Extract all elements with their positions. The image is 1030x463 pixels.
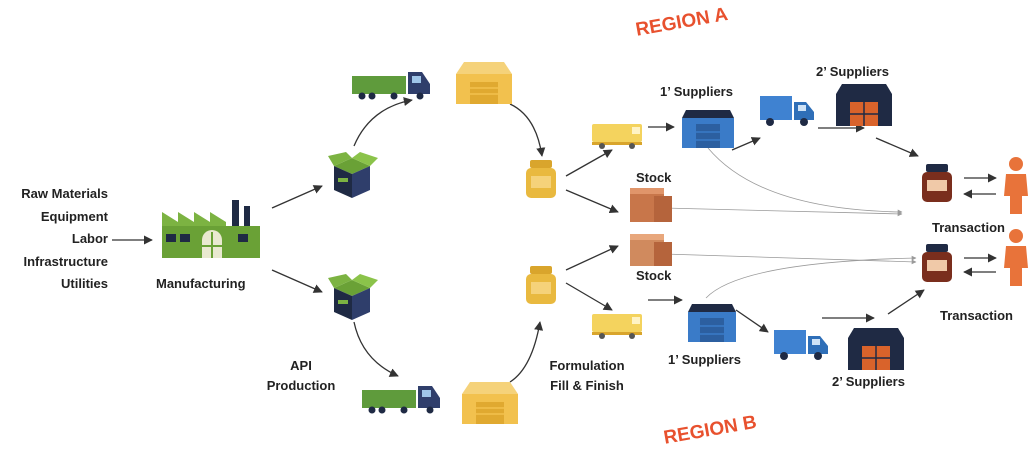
flow-arrows bbox=[112, 97, 997, 383]
line-supplier1a-to-transaction bbox=[707, 147, 903, 215]
input-raw-materials: Raw Materials bbox=[21, 186, 108, 201]
van-icon bbox=[592, 314, 642, 339]
input-infrastructure: Infrastructure bbox=[23, 253, 108, 269]
factory-icon bbox=[162, 200, 260, 258]
suppliers1-b-label: 1’ Suppliers bbox=[668, 352, 741, 367]
input-utilities: Utilities bbox=[61, 276, 108, 291]
truck-icon bbox=[352, 72, 430, 100]
transaction-b-label: Transaction bbox=[940, 308, 1013, 323]
arrow-warehouse-to-jar-bottom bbox=[509, 321, 544, 383]
line-supplier1b-to-transaction bbox=[705, 255, 917, 299]
api-label-line2: Production bbox=[266, 378, 336, 393]
arrow-box-to-truck-top bbox=[353, 97, 413, 147]
thin-flow-lines bbox=[663, 147, 917, 299]
formulation-label-line2: Fill & Finish bbox=[550, 378, 624, 393]
input-labor: Labor bbox=[71, 231, 108, 246]
line-stock-a-to-transaction bbox=[663, 207, 903, 217]
arrow-factory-to-box-top bbox=[271, 185, 323, 209]
input-list: Raw Materials Equipment Labor Infrastruc… bbox=[4, 183, 108, 296]
supplier-building-icon bbox=[836, 84, 892, 126]
jar-icon bbox=[526, 160, 556, 198]
formulation-label-line1: Formulation bbox=[549, 358, 625, 373]
box-icon bbox=[328, 274, 378, 320]
api-production-label: API Production bbox=[254, 358, 348, 394]
truck-icon bbox=[362, 386, 440, 414]
api-label-line1: API bbox=[290, 358, 312, 373]
arrow-supplier2-to-transaction-b bbox=[887, 289, 925, 315]
box-icon bbox=[328, 152, 378, 198]
input-equipment: Equipment bbox=[40, 208, 108, 224]
medicine-jar-icon bbox=[922, 164, 952, 202]
arrow-jar-to-van-b bbox=[565, 282, 613, 311]
arrow-supplier2-to-transaction-a bbox=[875, 137, 919, 157]
arrow-factory-to-box-bottom bbox=[271, 269, 323, 293]
stock-boxes-icon bbox=[630, 188, 672, 222]
person-icon bbox=[1004, 157, 1028, 214]
person-icon bbox=[1004, 229, 1028, 286]
jar-icon bbox=[526, 266, 556, 304]
stock-b-label: Stock bbox=[636, 268, 672, 283]
stock-boxes-icon bbox=[630, 234, 672, 266]
arrow-warehouse-to-jar-top bbox=[509, 103, 546, 157]
arrow-supplier1-to-truck-b bbox=[735, 309, 769, 333]
supplier-building-icon bbox=[682, 110, 734, 148]
warehouse-icon bbox=[456, 62, 512, 104]
delivery-truck-icon bbox=[774, 330, 828, 360]
suppliers2-b-label: 2’ Suppliers bbox=[832, 374, 905, 389]
stock-a-label: Stock bbox=[636, 170, 672, 185]
arrow-supplier1-to-truck-a bbox=[731, 137, 761, 151]
formulation-label: Formulation Fill & Finish bbox=[540, 358, 634, 394]
supplier-building-icon bbox=[688, 304, 736, 342]
arrow-jar-to-stock-a bbox=[565, 189, 619, 213]
medicine-jar-icon bbox=[922, 244, 952, 282]
manufacturing-label: Manufacturing bbox=[156, 276, 246, 291]
van-icon bbox=[592, 124, 642, 149]
warehouse-icon bbox=[462, 382, 518, 424]
arrow-jar-to-van-a bbox=[565, 149, 613, 177]
arrow-jar-to-stock-b bbox=[565, 245, 619, 271]
suppliers2-a-label: 2’ Suppliers bbox=[816, 64, 889, 79]
suppliers1-a-label: 1’ Suppliers bbox=[660, 84, 733, 99]
line-stock-b-to-transaction bbox=[663, 253, 917, 265]
delivery-truck-icon bbox=[760, 96, 814, 126]
supplier-building-icon bbox=[848, 328, 904, 370]
arrow-box-to-truck-bottom bbox=[353, 321, 399, 377]
transaction-a-label: Transaction bbox=[932, 220, 1005, 235]
